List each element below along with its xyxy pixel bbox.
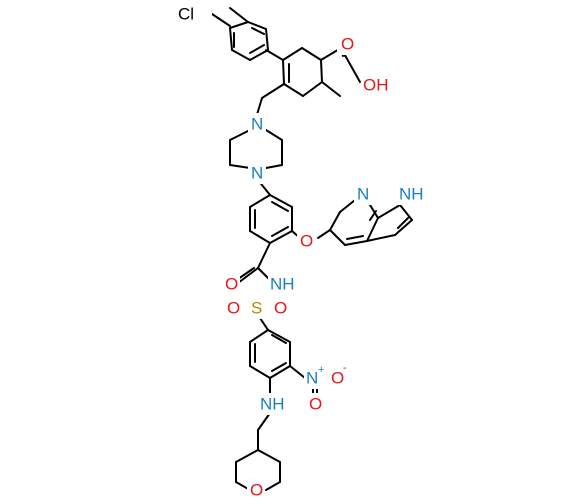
amide-oxygen-atom: O	[225, 275, 238, 294]
bond-17	[282, 59, 285, 85]
amine-nh-atom: NH	[260, 395, 285, 414]
bond-68	[249, 329, 269, 343]
bond-26	[229, 129, 251, 141]
n-pz-bot-mask	[248, 162, 266, 184]
sulfonyl-oxygen-right: O	[274, 299, 287, 318]
bond-60	[237, 267, 255, 280]
bond-33	[269, 194, 293, 208]
s-mask	[247, 297, 265, 319]
bond-79	[257, 449, 281, 463]
sulfur-atom: S	[251, 299, 262, 318]
bond-40	[271, 226, 289, 237]
n-nitro-mask	[304, 367, 328, 389]
bond-4	[231, 49, 251, 61]
o-ether-mask	[297, 230, 315, 252]
bond-58	[257, 242, 271, 269]
nitro-nitrogen-charge: +	[318, 364, 324, 376]
tetrahydropyran-oxygen-atom: O	[250, 481, 263, 500]
chlorine-atom: Cl	[178, 5, 194, 24]
o-thp-mask	[247, 479, 265, 501]
ether-oxygen-atom: O	[300, 232, 313, 251]
o-nitro-dbl-mask	[306, 393, 324, 415]
bond-11	[265, 49, 284, 61]
bond-46	[329, 229, 346, 246]
bond-41	[271, 201, 289, 212]
bond-43	[317, 229, 331, 239]
pyrrole-nh-atom: NH	[399, 185, 424, 204]
bond-78	[235, 449, 259, 463]
bond-29	[265, 129, 283, 141]
bond-54	[399, 204, 413, 221]
hydroxyl-atom: OH	[363, 76, 389, 95]
bond-28	[229, 164, 251, 169]
piperazine-nitrogen-bottom: N	[251, 164, 263, 183]
bond-72	[289, 365, 306, 379]
bond-65	[269, 365, 291, 379]
n-py-mask	[354, 183, 372, 205]
bond-layer	[211, 7, 413, 491]
bond-59	[237, 267, 259, 284]
bond-0	[229, 7, 249, 23]
o-s-left-mask	[224, 297, 242, 319]
bond-71	[271, 334, 287, 344]
bond-70	[271, 362, 287, 372]
bond-14	[320, 59, 323, 83]
o-co-mask	[337, 33, 357, 55]
bond-47	[344, 240, 368, 246]
bond-83	[265, 481, 281, 491]
nh-amine-mask	[258, 393, 290, 415]
bond-51	[346, 235, 364, 240]
sulfonyl-oxygen-left: O	[227, 299, 240, 318]
bond-62	[259, 317, 269, 331]
bond-57	[397, 217, 409, 229]
bond-10	[211, 13, 231, 27]
bond-15	[302, 81, 323, 97]
piperazine-nitrogen-top: N	[251, 115, 263, 134]
bond-5	[229, 27, 233, 51]
o-amide-mask	[222, 273, 240, 295]
nitro-oxygen-double: O	[309, 395, 322, 414]
bond-66	[249, 365, 271, 379]
bond-76	[257, 412, 271, 431]
bond-53	[377, 204, 401, 219]
cl-mask	[176, 3, 212, 25]
sulfonamide-nh-atom: NH	[270, 275, 295, 294]
bond-56	[366, 234, 396, 242]
bond-55	[394, 219, 413, 236]
bond-8	[249, 44, 265, 54]
nitro-oxygen-minus: O	[331, 369, 344, 388]
nitro-nitrogen-atom: N	[306, 369, 318, 388]
bond-48	[366, 217, 379, 242]
nh-pyrrole-mask	[397, 183, 429, 205]
bond-35	[269, 230, 293, 244]
atom-label-layer: Cl O OH N N N NH O O NH O S O N +	[176, 3, 429, 501]
bond-44	[329, 211, 341, 231]
o-s-right-mask	[271, 297, 289, 319]
bond-31	[265, 164, 283, 169]
bond-16	[283, 83, 304, 97]
nh-sulf-mask	[268, 273, 300, 295]
bond-1	[247, 21, 267, 30]
pyridine-nitrogen-atom: N	[357, 185, 369, 204]
bond-13	[301, 47, 322, 61]
nitro-oxygen-charge: -	[343, 362, 347, 374]
bond-52	[369, 210, 377, 221]
bond-12	[282, 47, 303, 61]
bond-23	[321, 81, 341, 97]
carbonyl-oxygen-atom: O	[341, 35, 354, 54]
bond-36	[249, 230, 271, 244]
o-nitro-minus-mask	[328, 367, 350, 389]
n-pz-top-mask	[248, 113, 266, 135]
bond-38	[249, 194, 271, 208]
oh-mask	[361, 74, 393, 96]
bond-6	[229, 21, 249, 29]
bond-45	[339, 199, 356, 213]
bond-3	[249, 49, 269, 61]
bond-63	[267, 329, 291, 343]
bond-2	[265, 28, 269, 51]
bond-9	[251, 27, 265, 35]
bond-24	[261, 83, 285, 99]
